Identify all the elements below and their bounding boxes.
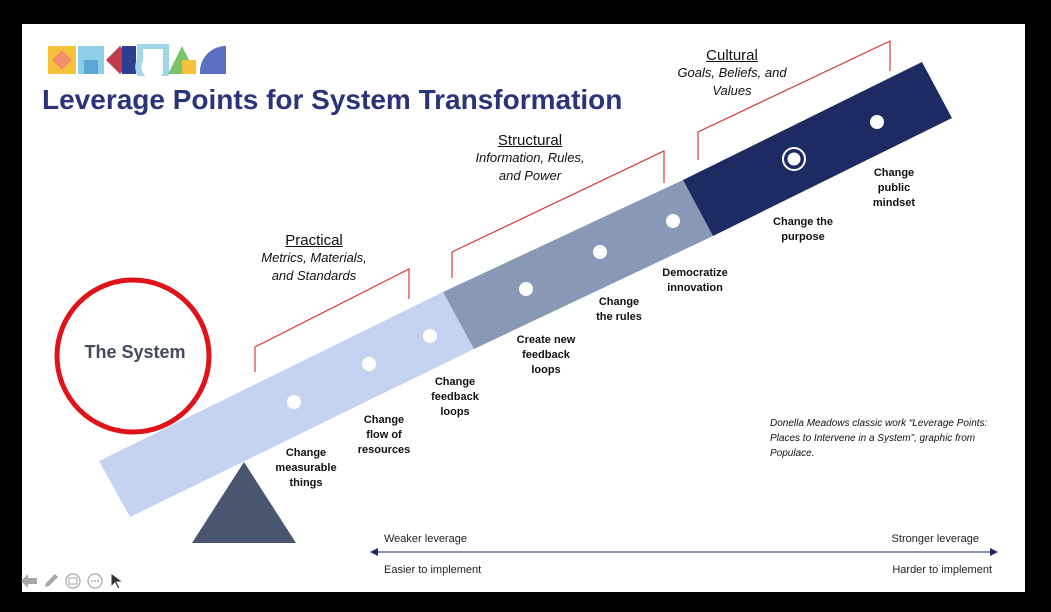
stronger-leverage-label: Stronger leverage — [891, 533, 979, 545]
slide-title: Leverage Points for System Transformatio… — [42, 84, 623, 115]
lever-segment-structural — [443, 180, 713, 349]
leverage-label: Democratize innovation — [662, 267, 728, 294]
harder-to-implement-label: Harder to implement — [892, 564, 992, 576]
leverage-label: Change public mindset — [872, 167, 916, 209]
category-cultural: Cultural Goals, Beliefs, and Values — [660, 47, 804, 100]
back-arrow-icon[interactable] — [20, 572, 38, 590]
leverage-dot — [787, 152, 801, 166]
bracket-cultural — [697, 40, 891, 160]
leverage-dot-highlight — [782, 147, 806, 171]
leverage-dot — [870, 115, 884, 129]
category-title: Cultural — [706, 47, 758, 64]
category-title: Practical — [285, 232, 343, 249]
more-icon[interactable] — [86, 572, 104, 590]
bracket-structural — [451, 150, 665, 278]
category-subtitle: Metrics, Materials, and Standards — [261, 250, 367, 283]
populace-logo — [48, 44, 226, 76]
leverage-label: Create new feedback loops — [516, 334, 576, 376]
leverage-dot — [519, 282, 533, 296]
leverage-dot — [666, 214, 680, 228]
leverage-dot — [287, 395, 301, 409]
category-subtitle: Information, Rules, and Power — [475, 150, 585, 183]
leverage-dot — [423, 329, 437, 343]
category-practical: Practical Metrics, Materials, and Standa… — [232, 232, 396, 285]
slide: Leverage Points for System Transformatio… — [22, 24, 1025, 592]
leverage-dot — [362, 357, 376, 371]
cursor-icon[interactable] — [108, 572, 126, 590]
leverage-diagram — [54, 40, 998, 556]
presenter-toolbar — [20, 568, 126, 594]
citation-text: Donella Meadows classic work “Leverage P… — [770, 418, 988, 459]
easier-to-implement-label: Easier to implement — [384, 564, 482, 576]
category-structural: Structural Information, Rules, and Power — [450, 132, 610, 185]
weaker-leverage-label: Weaker leverage — [384, 533, 467, 545]
leverage-label: Change feedback loops — [431, 376, 479, 418]
leverage-label: Change the rules — [596, 296, 642, 323]
pen-icon[interactable] — [42, 572, 60, 590]
leverage-dots — [287, 115, 884, 409]
leverage-label: Change measurable things — [275, 447, 337, 489]
leverage-label: Change the purpose — [773, 216, 833, 243]
scale-arrowhead-right — [990, 548, 998, 556]
category-title: Structural — [497, 132, 563, 149]
lever-segment-cultural — [683, 62, 952, 236]
lever-segment-practical — [99, 292, 474, 517]
fulcrum-triangle — [192, 462, 296, 543]
scale-arrowhead-left — [370, 548, 378, 556]
system-label: The System — [84, 342, 186, 362]
slides-icon[interactable] — [64, 572, 82, 590]
leverage-label: Change flow of resources — [357, 414, 411, 456]
leverage-dot — [593, 245, 607, 259]
bracket-practical — [254, 268, 410, 372]
system-circle — [54, 277, 212, 435]
category-subtitle: Goals, Beliefs, and Values — [677, 65, 787, 98]
